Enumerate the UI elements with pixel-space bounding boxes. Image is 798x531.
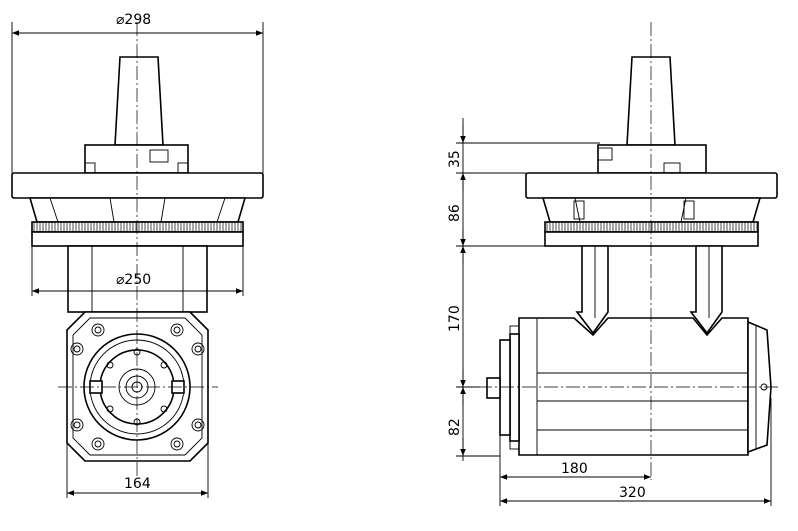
side-spindle-plate xyxy=(509,333,520,442)
side-top-plate xyxy=(525,172,778,199)
front-knurl-teeth xyxy=(33,222,242,232)
dim-label-164: 164 xyxy=(124,476,151,492)
front-taper xyxy=(114,56,164,146)
side-drive-key xyxy=(486,377,501,399)
side-lower-ring xyxy=(544,231,759,247)
front-gear-body xyxy=(66,311,209,462)
front-bolt-holes xyxy=(70,323,205,451)
side-leg-left xyxy=(575,245,609,335)
dim-label-82: 82 xyxy=(447,418,463,436)
dim-label-86: 86 xyxy=(447,204,463,222)
side-knurl-teeth xyxy=(546,222,758,232)
front-lower-ring xyxy=(31,231,244,247)
front-key-slot xyxy=(149,149,169,163)
dim-label-320: 320 xyxy=(619,485,646,501)
dim-label-298: ⌀298 xyxy=(116,12,151,28)
front-neck xyxy=(67,245,208,313)
front-view: ⌀298 ⌀250 164 xyxy=(11,12,264,498)
dim-label-180: 180 xyxy=(561,461,588,477)
front-top-plate xyxy=(11,172,264,199)
side-leg-right xyxy=(689,245,723,335)
side-view: 35 86 170 82 180 320 xyxy=(447,22,780,506)
dim-label-250: ⌀250 xyxy=(116,272,151,288)
side-collar xyxy=(597,144,707,174)
side-key-slot xyxy=(597,147,613,161)
side-spindle-face xyxy=(499,339,511,436)
side-main-body xyxy=(518,317,749,456)
dim-label-170: 170 xyxy=(447,305,463,332)
front-taper-ring xyxy=(28,197,247,223)
front-collar xyxy=(84,144,189,174)
dim-label-35: 35 xyxy=(447,150,463,168)
